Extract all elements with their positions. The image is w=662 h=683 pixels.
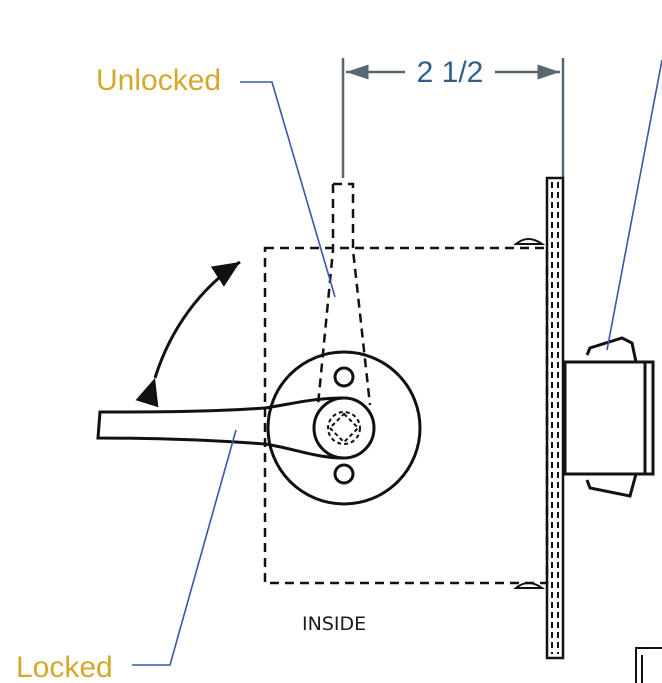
dimension-label: 2 1/2 (417, 56, 484, 89)
top-screw-head (513, 238, 546, 245)
lever-unlocked-position (312, 182, 376, 460)
locked-label: Locked (16, 651, 113, 683)
rose-screw-bottom (333, 463, 355, 485)
unlocked-leader-line (240, 81, 336, 298)
inside-label: INSIDE (302, 613, 366, 635)
locked-leader-line (132, 429, 237, 666)
escutcheon-rose (266, 350, 422, 506)
dimension-annotation: 2 1/2 (341, 56, 565, 178)
latch-leader-line (606, 59, 662, 351)
bottom-screw-head (513, 582, 546, 589)
bottom-right-bracket (635, 647, 662, 683)
door-edge-plate (545, 176, 565, 660)
rotation-arrow (135, 260, 241, 408)
latch-bolt (563, 336, 655, 498)
lock-body-outline (263, 246, 549, 585)
rose-screw-top (333, 366, 355, 388)
unlocked-label: Unlocked (96, 64, 221, 97)
lever-locked-position (96, 396, 376, 460)
